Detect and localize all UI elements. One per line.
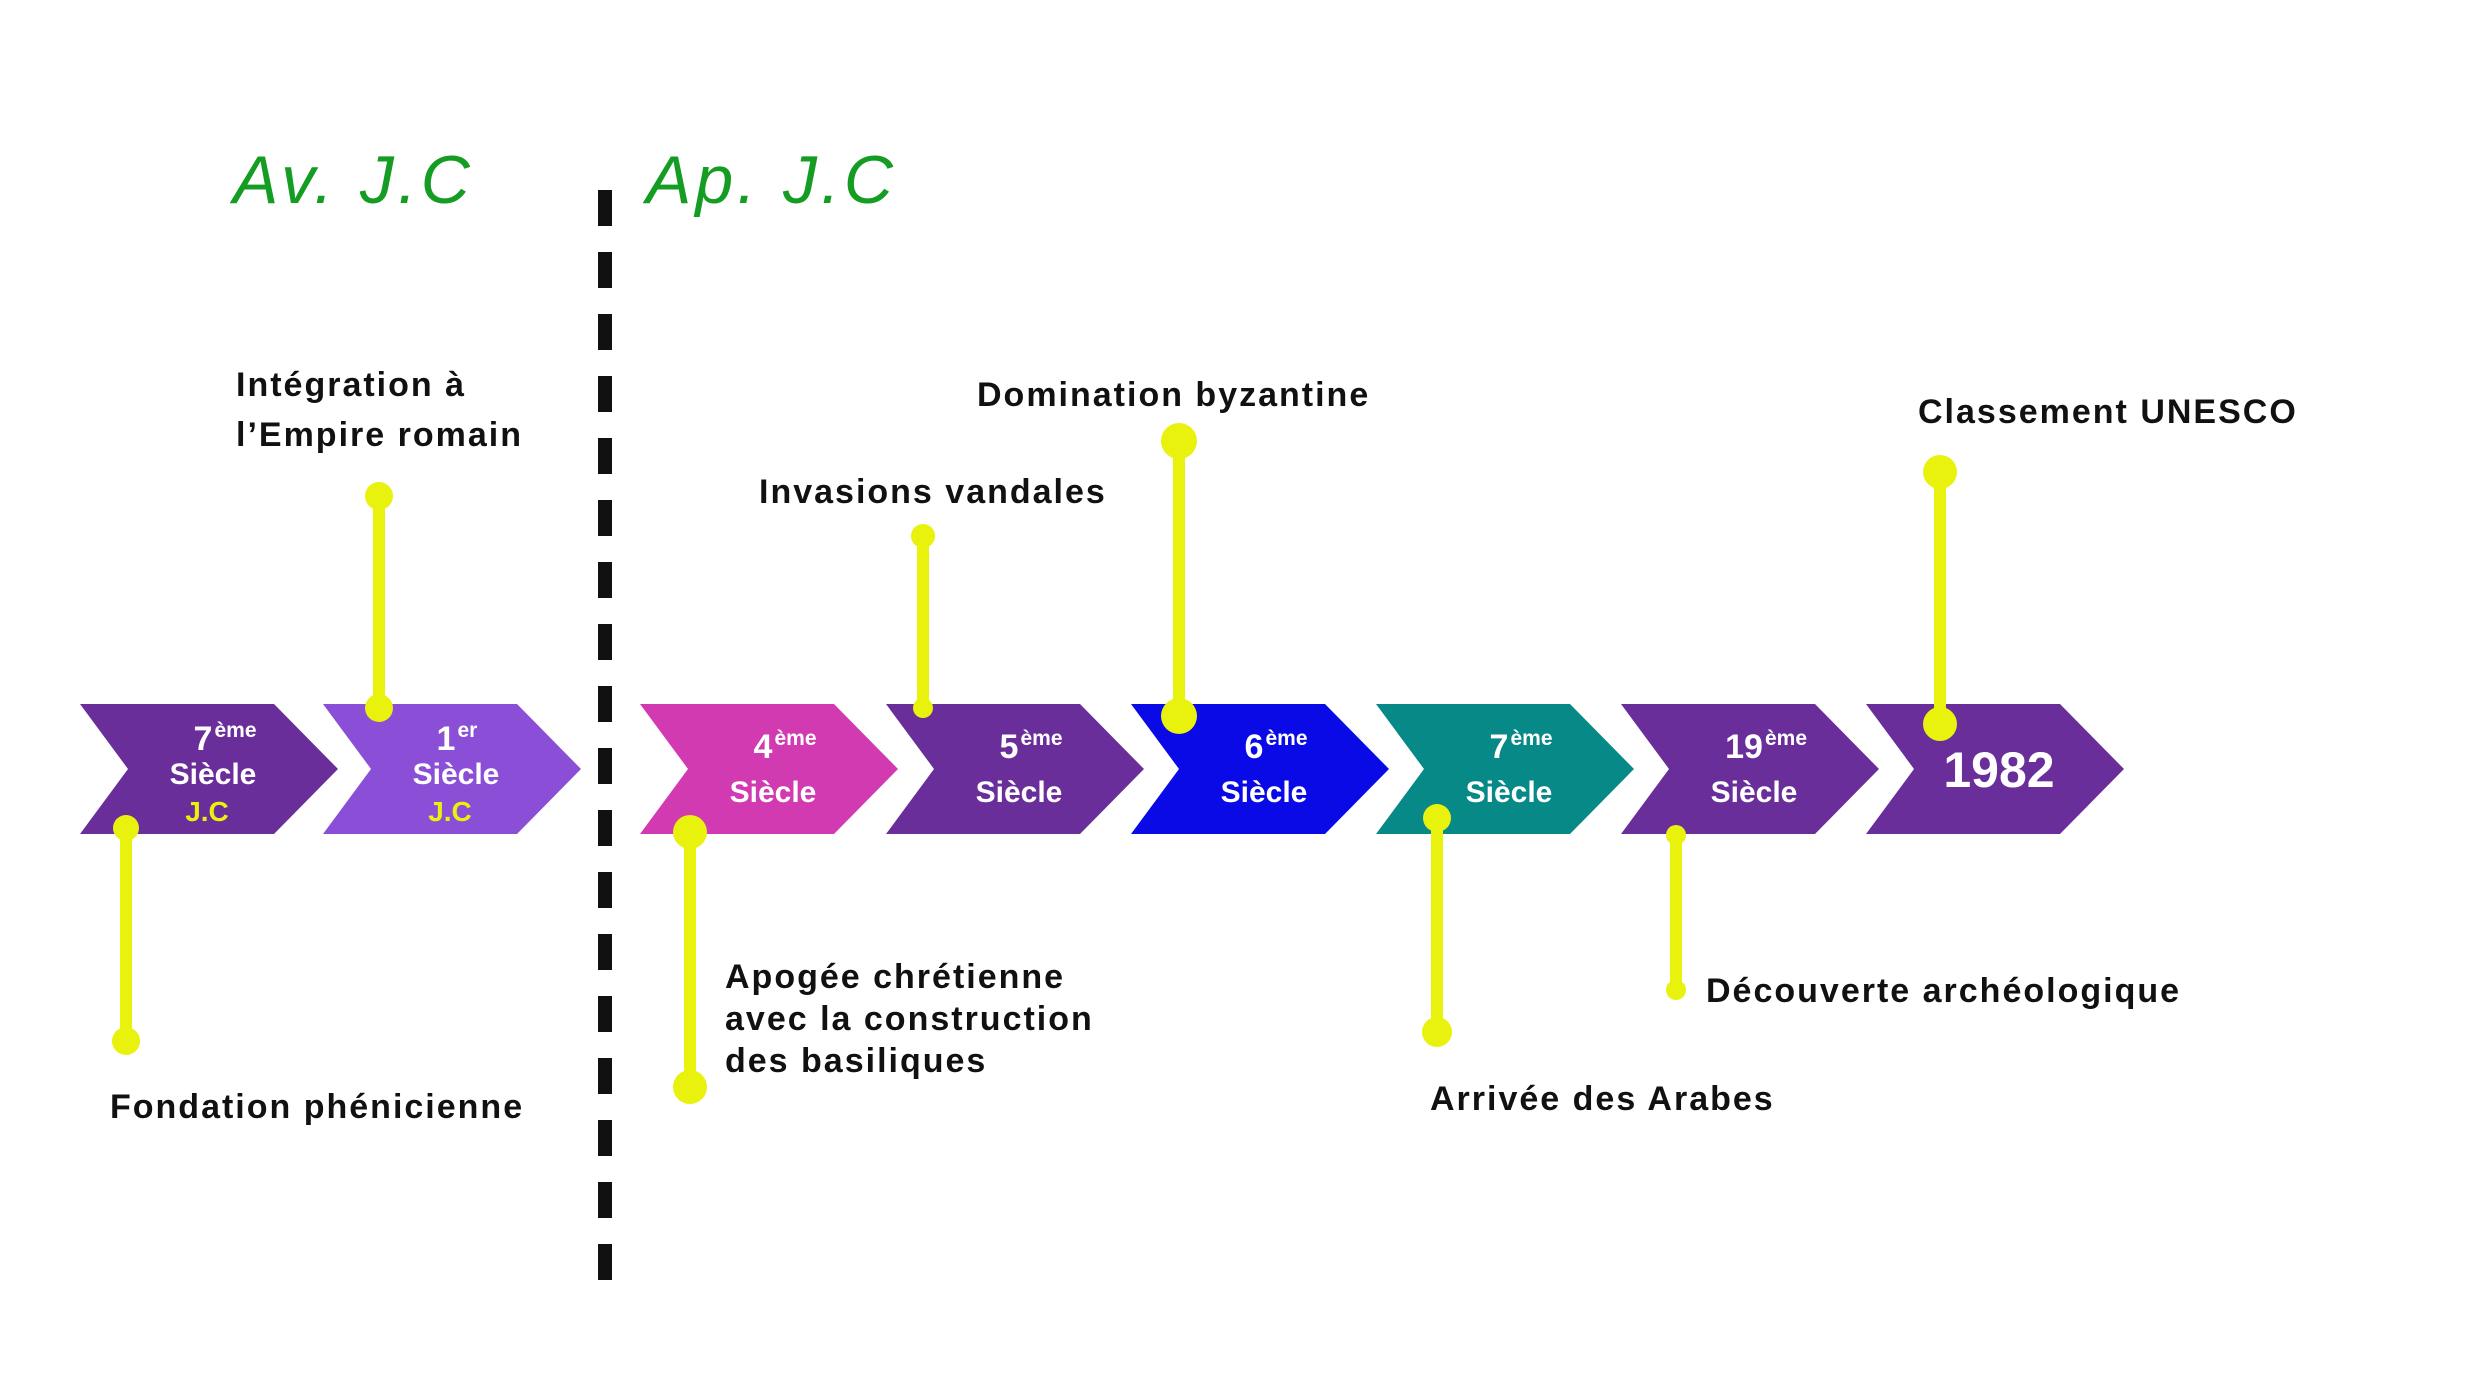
event-label: Découverte archéologique — [1706, 972, 2181, 1010]
segment-word: Siècle — [976, 776, 1063, 809]
segment-number: 7 — [194, 720, 213, 758]
segment-ordinal-suffix: ème — [1266, 727, 1308, 750]
chevron-shape — [1131, 704, 1389, 834]
segment-year: 1982 — [1943, 742, 2054, 798]
era-headers: Av. J.C Ap. J.C — [229, 142, 897, 1292]
event-pin — [1422, 804, 1452, 1047]
event-label-line: Fondation phénicienne — [110, 1088, 524, 1126]
segment-number: 6 — [1245, 728, 1264, 766]
chevron-shape — [323, 704, 581, 834]
event-label-line: Arrivée des Arabes — [1430, 1080, 1775, 1118]
segment-number: 7 — [1490, 728, 1509, 766]
era-after-label: Ap. J.C — [642, 142, 897, 218]
segment-number: 19 — [1725, 728, 1763, 766]
segment-era-tag: J.C — [428, 796, 472, 827]
event-label: Arrivée des Arabes — [1430, 1080, 1775, 1118]
event-label: Invasions vandales — [759, 473, 1107, 511]
pin-dot — [1666, 980, 1686, 1000]
segment-ordinal-suffix: er — [458, 719, 478, 742]
segment-number: 4 — [754, 728, 773, 766]
pin-dot — [365, 482, 393, 510]
event-label-line: Invasions vandales — [759, 473, 1107, 511]
chevron-shape — [886, 704, 1144, 834]
pin-dot — [911, 524, 935, 548]
pin-dot — [1666, 825, 1686, 845]
event-pin — [1666, 825, 1686, 1000]
chevron-shape — [640, 704, 898, 834]
event-label-line: Classement UNESCO — [1918, 393, 2298, 431]
pin-dot — [112, 1027, 140, 1055]
event-label-line: l’Empire romain — [236, 416, 523, 454]
segment-ordinal-suffix: ème — [775, 727, 817, 750]
event-label: Domination byzantine — [977, 376, 1370, 414]
event-pin — [112, 815, 140, 1055]
segment-word: Siècle — [413, 758, 500, 791]
chevron-shape — [1621, 704, 1879, 834]
pin-dot — [113, 815, 139, 841]
event-label: Classement UNESCO — [1918, 393, 2298, 431]
pin-dot — [1923, 707, 1957, 741]
segment-word: Siècle — [1221, 776, 1308, 809]
pin-dot — [1161, 698, 1197, 734]
pin-dot — [673, 815, 707, 849]
event-label: Intégration à l’Empire romain — [236, 366, 523, 454]
segment-ordinal-suffix: ème — [1511, 727, 1553, 750]
event-pin — [1923, 455, 1957, 741]
event-pin — [911, 524, 935, 718]
event-pins — [112, 423, 1957, 1104]
event-label-line: Intégration à — [236, 366, 466, 404]
event-label-line: avec la construction — [725, 1000, 1094, 1038]
segment-era-tag: J.C — [185, 796, 229, 827]
pin-dot — [365, 694, 393, 722]
timeline-segment: 1982 — [1866, 704, 2124, 834]
segment-word: Siècle — [1466, 776, 1553, 809]
segment-word: Siècle — [1711, 776, 1798, 809]
pin-dot — [1923, 455, 1957, 489]
segment-ordinal-suffix: ème — [1765, 727, 1807, 750]
event-label: Apogée chrétienne avec la construction des… — [725, 958, 1094, 1080]
event-label-line: Domination byzantine — [977, 376, 1370, 414]
event-label-line: Apogée chrétienne — [725, 958, 1065, 996]
chevron-shape — [80, 704, 338, 834]
segment-number: 5 — [1000, 728, 1019, 766]
segment-ordinal-suffix: ème — [215, 719, 257, 742]
event-pin — [673, 815, 707, 1104]
pin-dot — [673, 1070, 707, 1104]
pin-dot — [913, 698, 933, 718]
event-label-line: Découverte archéologique — [1706, 972, 2181, 1010]
era-before-label: Av. J.C — [229, 142, 474, 218]
event-label-line: des basiliques — [725, 1042, 987, 1080]
event-labels: Fondation phénicienne Intégration à l’Empi… — [110, 366, 2298, 1126]
event-pin — [365, 482, 393, 722]
segment-word: Siècle — [170, 758, 257, 791]
segment-word: Siècle — [730, 776, 817, 809]
chevron-shape — [1376, 704, 1634, 834]
pin-dot — [1161, 423, 1197, 459]
event-pin — [1161, 423, 1197, 734]
event-label: Fondation phénicienne — [110, 1088, 524, 1126]
segment-number: 1 — [437, 720, 456, 758]
segment-ordinal-suffix: ème — [1021, 727, 1063, 750]
pin-dot — [1423, 804, 1451, 832]
pin-dot — [1422, 1017, 1452, 1047]
